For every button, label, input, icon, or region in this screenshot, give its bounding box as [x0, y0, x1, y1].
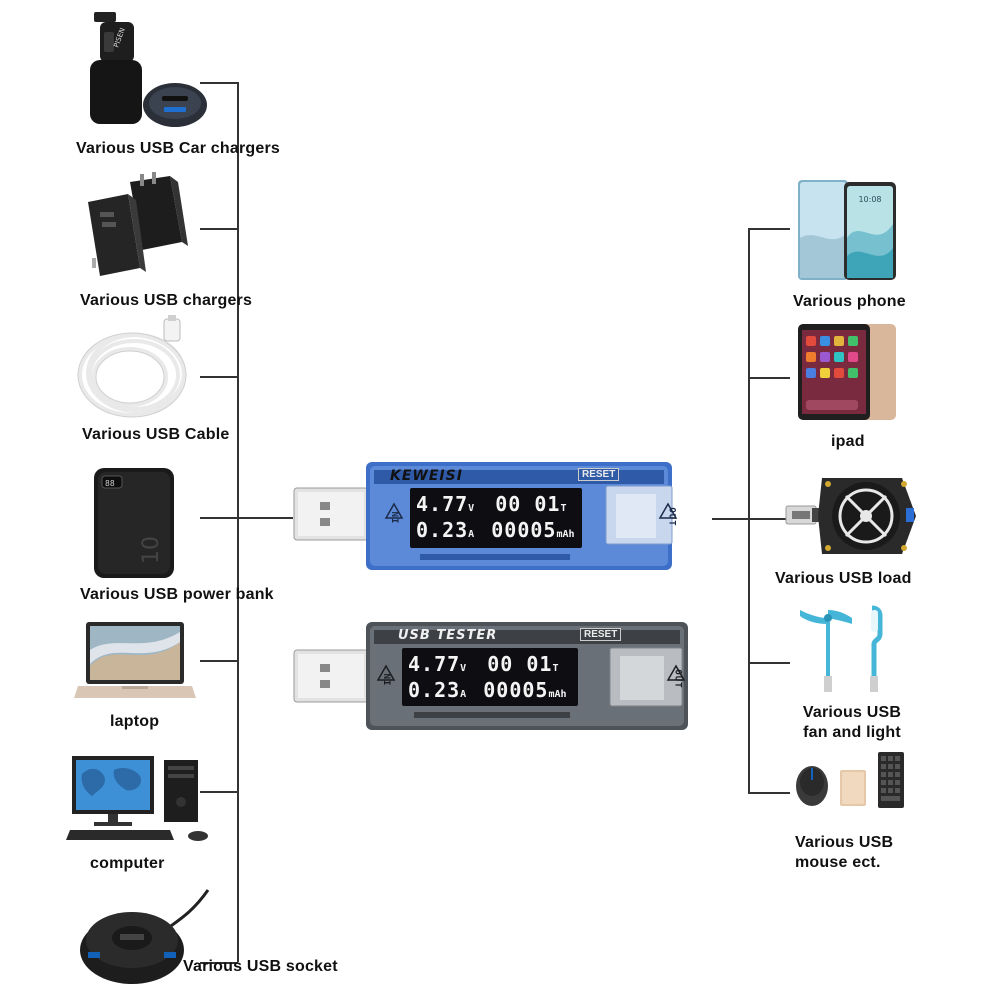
- tester-gray-capacity: 00005: [483, 678, 549, 702]
- left-connector-0: [200, 82, 238, 84]
- right-item-label-3: Various USB fan and light: [790, 703, 914, 743]
- usb-load-icon: [785, 478, 916, 554]
- tester-gray-capacity-unit: mAh: [548, 689, 567, 700]
- tester-blue-voltage: 4.77: [416, 492, 469, 516]
- tester-blue-capacity-unit: mAh: [556, 529, 575, 540]
- svg-text:88: 88: [105, 479, 115, 488]
- tester-gray-reset-button[interactable]: RESET: [580, 628, 622, 641]
- tester-blue-brand: KEWEISI: [390, 468, 463, 484]
- car-charger-icon: PISEN: [90, 12, 207, 127]
- tester-blue-current: 0.23: [416, 518, 469, 542]
- usb-fan-light-icon: [800, 605, 883, 692]
- left-connector-1: [200, 228, 238, 230]
- usb-tester-gray: USB TESTER RESET IN OUT 4.77V 00 01T 0.2…: [290, 618, 710, 736]
- right-bus-line: [748, 228, 750, 793]
- left-item-label-2: Various USB Cable: [82, 426, 230, 443]
- tester-gray-voltage-unit: V: [460, 663, 467, 674]
- right-item-label-4: Various USB mouse ect.: [795, 833, 893, 873]
- power-bank-icon: 88 10: [94, 468, 174, 578]
- left-item-label-3: Various USB power bank: [80, 586, 274, 603]
- tester-blue-time: 00 01: [495, 492, 561, 516]
- left-item-label-5: computer: [90, 855, 165, 872]
- tester-blue-row-2: 0.23A 00005mAh: [416, 518, 575, 542]
- right-connector-3: [748, 662, 790, 664]
- left-item-label-6: Various USB socket: [183, 958, 338, 975]
- testers-to-right-line: [712, 518, 749, 520]
- left-connector-4: [200, 660, 238, 662]
- tester-gray-body: [293, 622, 688, 730]
- svg-text:10: 10: [139, 536, 164, 564]
- wall-charger-icon: [88, 172, 188, 276]
- right-item-label-3-line2: fan and light: [803, 724, 901, 741]
- right-connector-2: [748, 518, 790, 520]
- tester-blue-body: [293, 462, 678, 570]
- left-connector-2: [200, 376, 238, 378]
- right-item-label-2: Various USB load: [775, 570, 912, 587]
- left-to-testers-line: [238, 517, 293, 519]
- right-item-label-4-line2: mouse ect.: [795, 854, 881, 871]
- phone-screen-time: 10:08: [858, 195, 881, 204]
- left-connector-5: [200, 791, 238, 793]
- right-item-label-3-line1: Various USB: [802, 704, 902, 721]
- tester-blue-out-label: OUT: [666, 507, 677, 527]
- tablet-icon: [798, 324, 896, 420]
- tester-gray-current-unit: A: [460, 689, 467, 700]
- phone-icon: 10:08: [798, 180, 896, 280]
- tester-blue-voltage-unit: V: [468, 503, 475, 514]
- usb-cable-icon: [77, 315, 187, 418]
- left-item-label-1: Various USB chargers: [80, 292, 253, 309]
- left-connector-3: [200, 517, 238, 519]
- tester-blue-time-unit: T: [560, 503, 567, 514]
- tester-gray-out-label: OUT: [672, 669, 683, 689]
- tester-gray-brand: USB TESTER: [398, 628, 498, 643]
- tester-blue-capacity: 00005: [491, 518, 557, 542]
- tester-gray-in-label: IN: [383, 672, 394, 686]
- right-connector-1: [748, 377, 790, 379]
- tester-gray-row-2: 0.23A 00005mAh: [408, 678, 567, 702]
- tester-gray-current: 0.23: [408, 678, 461, 702]
- tester-gray-time: 00 01: [487, 652, 553, 676]
- tester-gray-row-1: 4.77V 00 01T: [408, 652, 559, 676]
- computer-icon: [66, 756, 208, 841]
- right-item-label-4-line1: Various USB: [795, 834, 894, 851]
- left-connector-6: [200, 962, 238, 964]
- tester-blue-current-unit: A: [468, 529, 475, 540]
- usb-tester-blue: KEWEISI RESET IN OUT 4.77V 00 01T 0.23A …: [290, 458, 710, 578]
- tester-blue-reset-button[interactable]: RESET: [578, 468, 620, 481]
- right-connector-0: [748, 228, 790, 230]
- right-connector-4: [748, 792, 790, 794]
- tester-gray-voltage: 4.77: [408, 652, 461, 676]
- tester-gray-time-unit: T: [552, 663, 559, 674]
- right-item-label-0: Various phone: [793, 293, 906, 310]
- usb-hub-icon: [80, 889, 210, 984]
- tester-blue-row-1: 4.77V 00 01T: [416, 492, 567, 516]
- left-bus-line: [237, 82, 239, 962]
- left-item-label-4: laptop: [110, 713, 160, 730]
- right-item-label-1: ipad: [831, 433, 865, 450]
- laptop-icon: [74, 622, 196, 698]
- tester-blue-in-label: IN: [391, 510, 402, 524]
- left-item-label-0: Various USB Car chargers: [76, 140, 280, 157]
- mouse-keyboard-icon: [796, 752, 904, 808]
